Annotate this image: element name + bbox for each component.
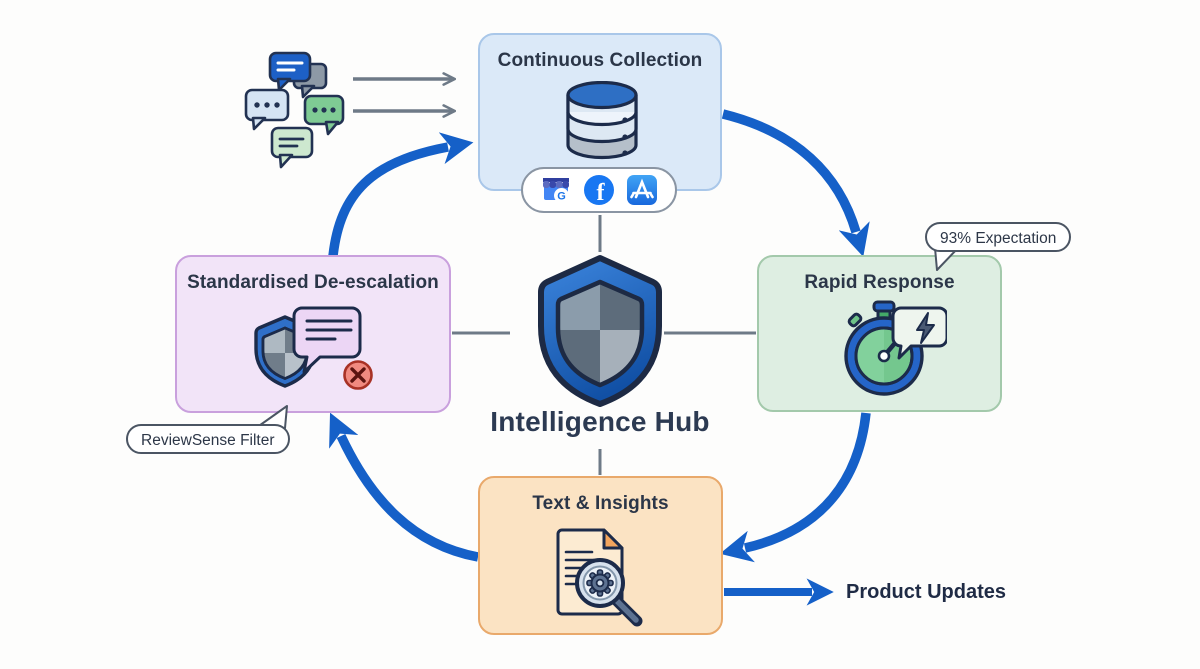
hub-shield-icon — [538, 255, 662, 407]
document-magnifier-icon — [556, 528, 643, 627]
node-title: Standardised De-escalation — [187, 272, 439, 293]
cycle-arrow-right-to-bottom — [719, 412, 871, 563]
facebook-icon: f — [584, 175, 614, 206]
product-updates-label: Product Updates — [846, 581, 1007, 603]
blocked-review-icon — [343, 360, 373, 390]
node-rapid-response: Rapid Response — [757, 255, 1002, 412]
review-sources-pill: G f — [521, 167, 677, 213]
node-title: Text & Insights — [532, 493, 669, 514]
node-standardised-deescalation: Standardised De-escalation — [175, 255, 451, 413]
lightning-bubble-icon — [891, 306, 947, 360]
lightblue-chat-bubble — [244, 88, 290, 131]
svg-text:G: G — [557, 191, 566, 203]
node-title: Continuous Collection — [497, 50, 703, 71]
hub-title: Intelligence Hub — [490, 406, 710, 437]
expectation-badge: 93% Expectation — [925, 222, 1072, 252]
green-chat-bubble — [303, 94, 345, 136]
database-icon — [566, 81, 638, 160]
lightgreen-chat-bubble — [270, 126, 314, 169]
cycle-arrow-left-to-top — [328, 132, 474, 257]
chat-bubbles-icon — [244, 51, 345, 169]
cycle-arrow-bottom-to-left — [329, 412, 479, 562]
node-text-insights: Text & Insights — [478, 476, 723, 635]
stopwatch-icon — [844, 300, 947, 396]
magnifier-gear-icon — [575, 558, 643, 627]
svg-text:f: f — [597, 180, 606, 206]
app-store-icon — [627, 175, 657, 205]
google-business-icon: G — [543, 178, 569, 203]
cycle-arrow-top-to-right — [721, 109, 870, 257]
blue-chat-bubble — [268, 51, 312, 92]
review-bubble-icon — [292, 306, 362, 374]
reviewsense-filter-badge: ReviewSense Filter — [126, 424, 290, 454]
moderation-shield-icon — [254, 306, 373, 390]
node-continuous-collection: Continuous Collection — [478, 33, 722, 191]
node-title: Rapid Response — [804, 272, 955, 293]
